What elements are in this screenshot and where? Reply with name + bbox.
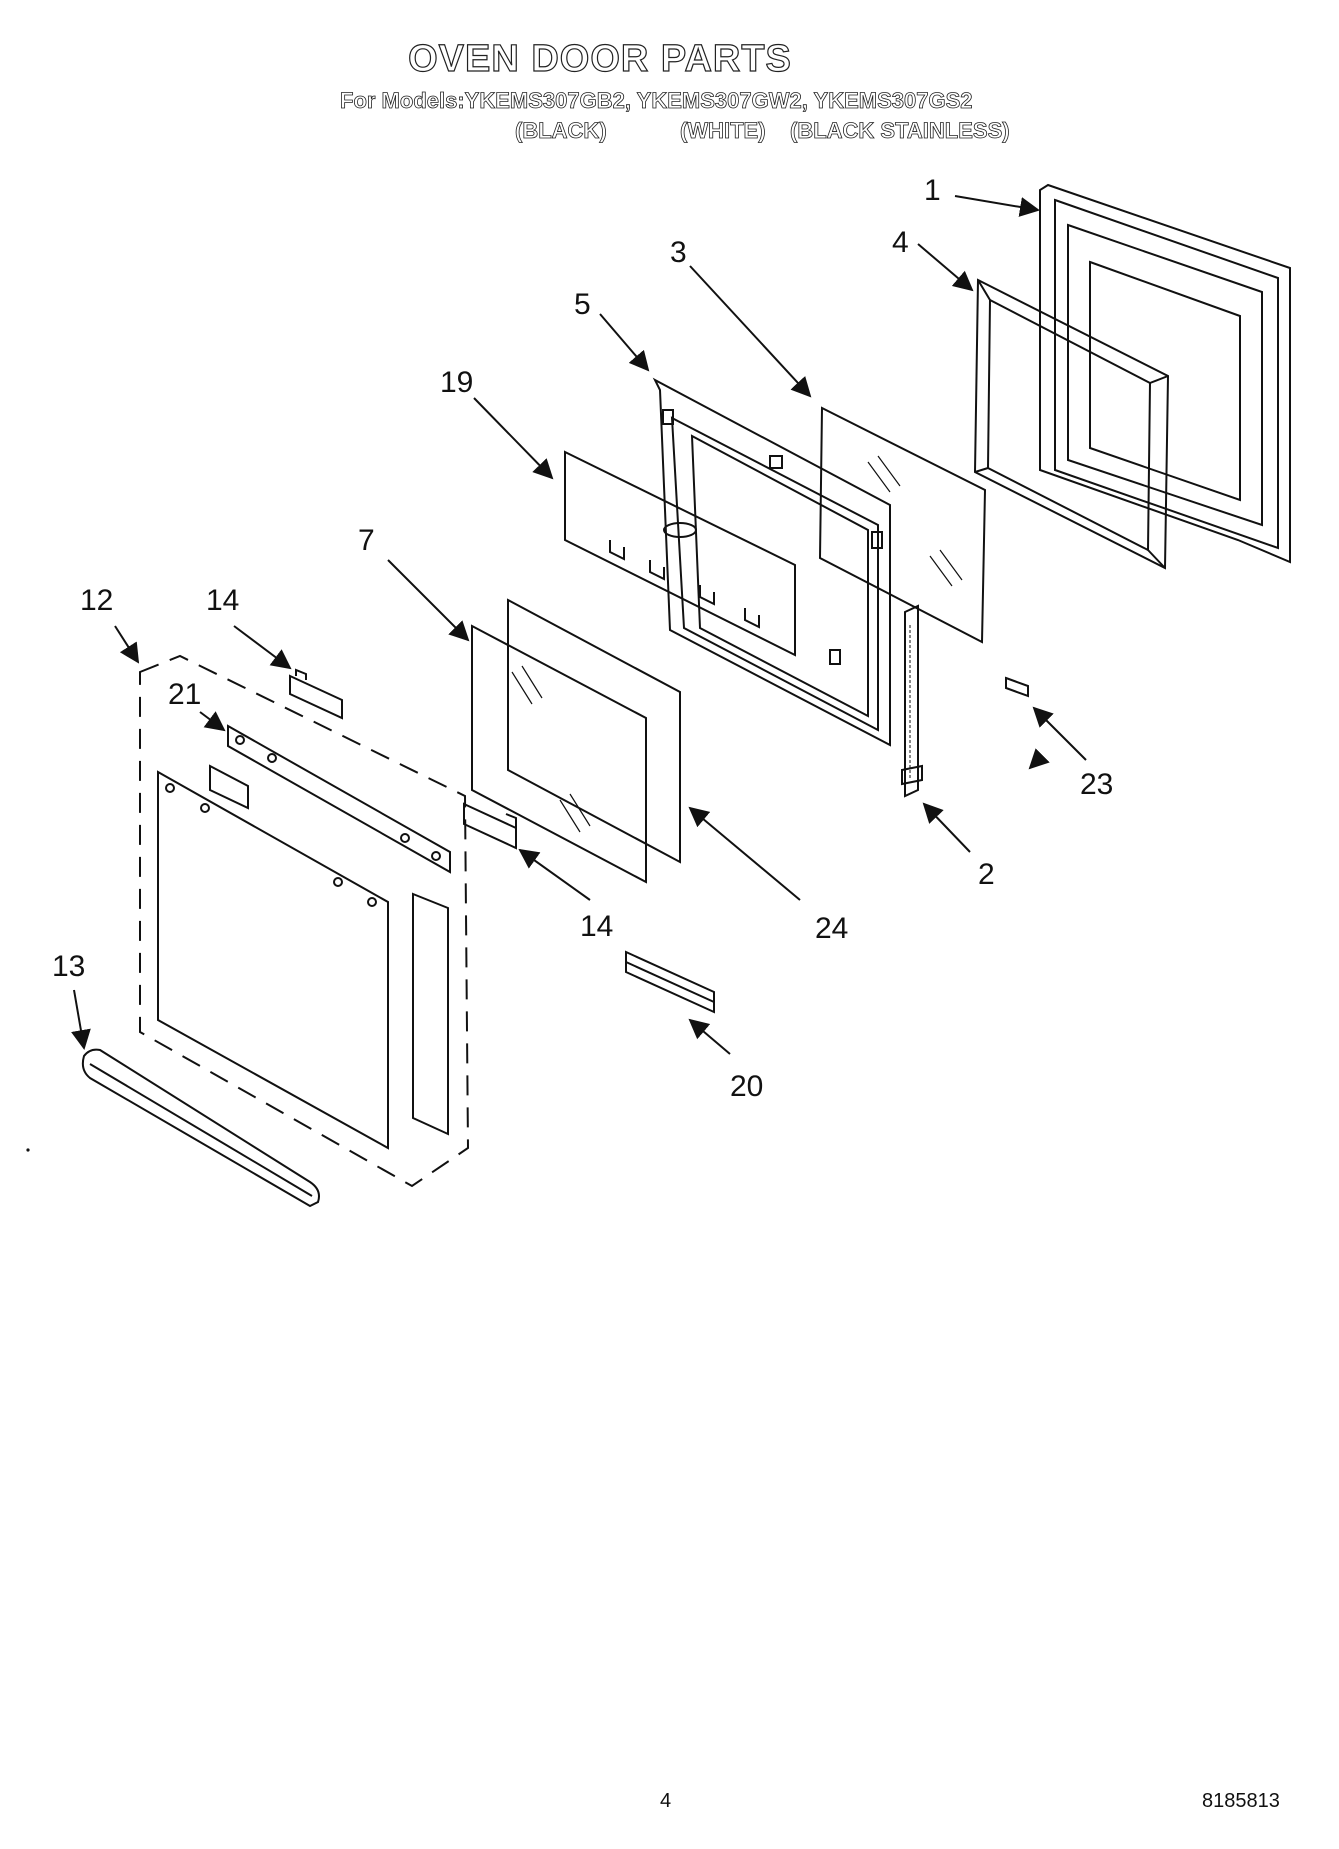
callout-13: 13 [52,950,85,983]
callout-4: 4 [892,226,909,259]
part-7-front-glass [471,624,647,884]
color-label-black-stainless: (BLACK STAINLESS) [790,118,1010,144]
color-label-black: (BLACK) [515,118,607,144]
callout-7: 7 [358,524,375,557]
callout-12: 12 [80,584,113,617]
part-24-rear-glass [507,598,681,864]
callout-23: 23 [1080,768,1113,801]
page-number: 4 [660,1790,672,1812]
part-5-door-liner [652,377,891,747]
callout-14-lower: 14 [580,910,613,943]
part-14-upper-bracket [289,668,343,720]
part-14-lower-bracket [463,802,517,850]
callout-20: 20 [730,1070,763,1103]
callout-24: 24 [815,912,848,945]
part-21-reinforcement-strip [227,724,451,874]
callout-5: 5 [574,288,591,321]
callout-21: 21 [168,678,201,711]
part-20-trim-strip [625,950,715,1014]
part-4-inner-frame [973,278,1170,570]
part-13-handle [81,1048,320,1208]
callout-2: 2 [978,858,995,891]
leader-lines [71,195,1087,1055]
part-2-hinge [901,604,923,798]
part-23-clip [1005,676,1029,698]
page-title: OVEN DOOR PARTS [408,37,792,80]
stray-dot [26,1148,30,1152]
part-12-outer-panel-assembly [139,654,470,1188]
part-19-heat-shield [564,450,796,657]
models-line: For Models:YKEMS307GB2, YKEMS307GW2, YKE… [340,88,973,114]
callout-14-upper: 14 [206,584,239,617]
document-number: 8185813 [1202,1790,1280,1812]
color-label-white: (WHITE) [680,118,766,144]
callout-19: 19 [440,366,473,399]
part-1-door-frame [1039,183,1291,564]
callout-1: 1 [924,174,941,207]
callout-3: 3 [670,236,687,269]
part-3-glass-panel [818,406,987,644]
